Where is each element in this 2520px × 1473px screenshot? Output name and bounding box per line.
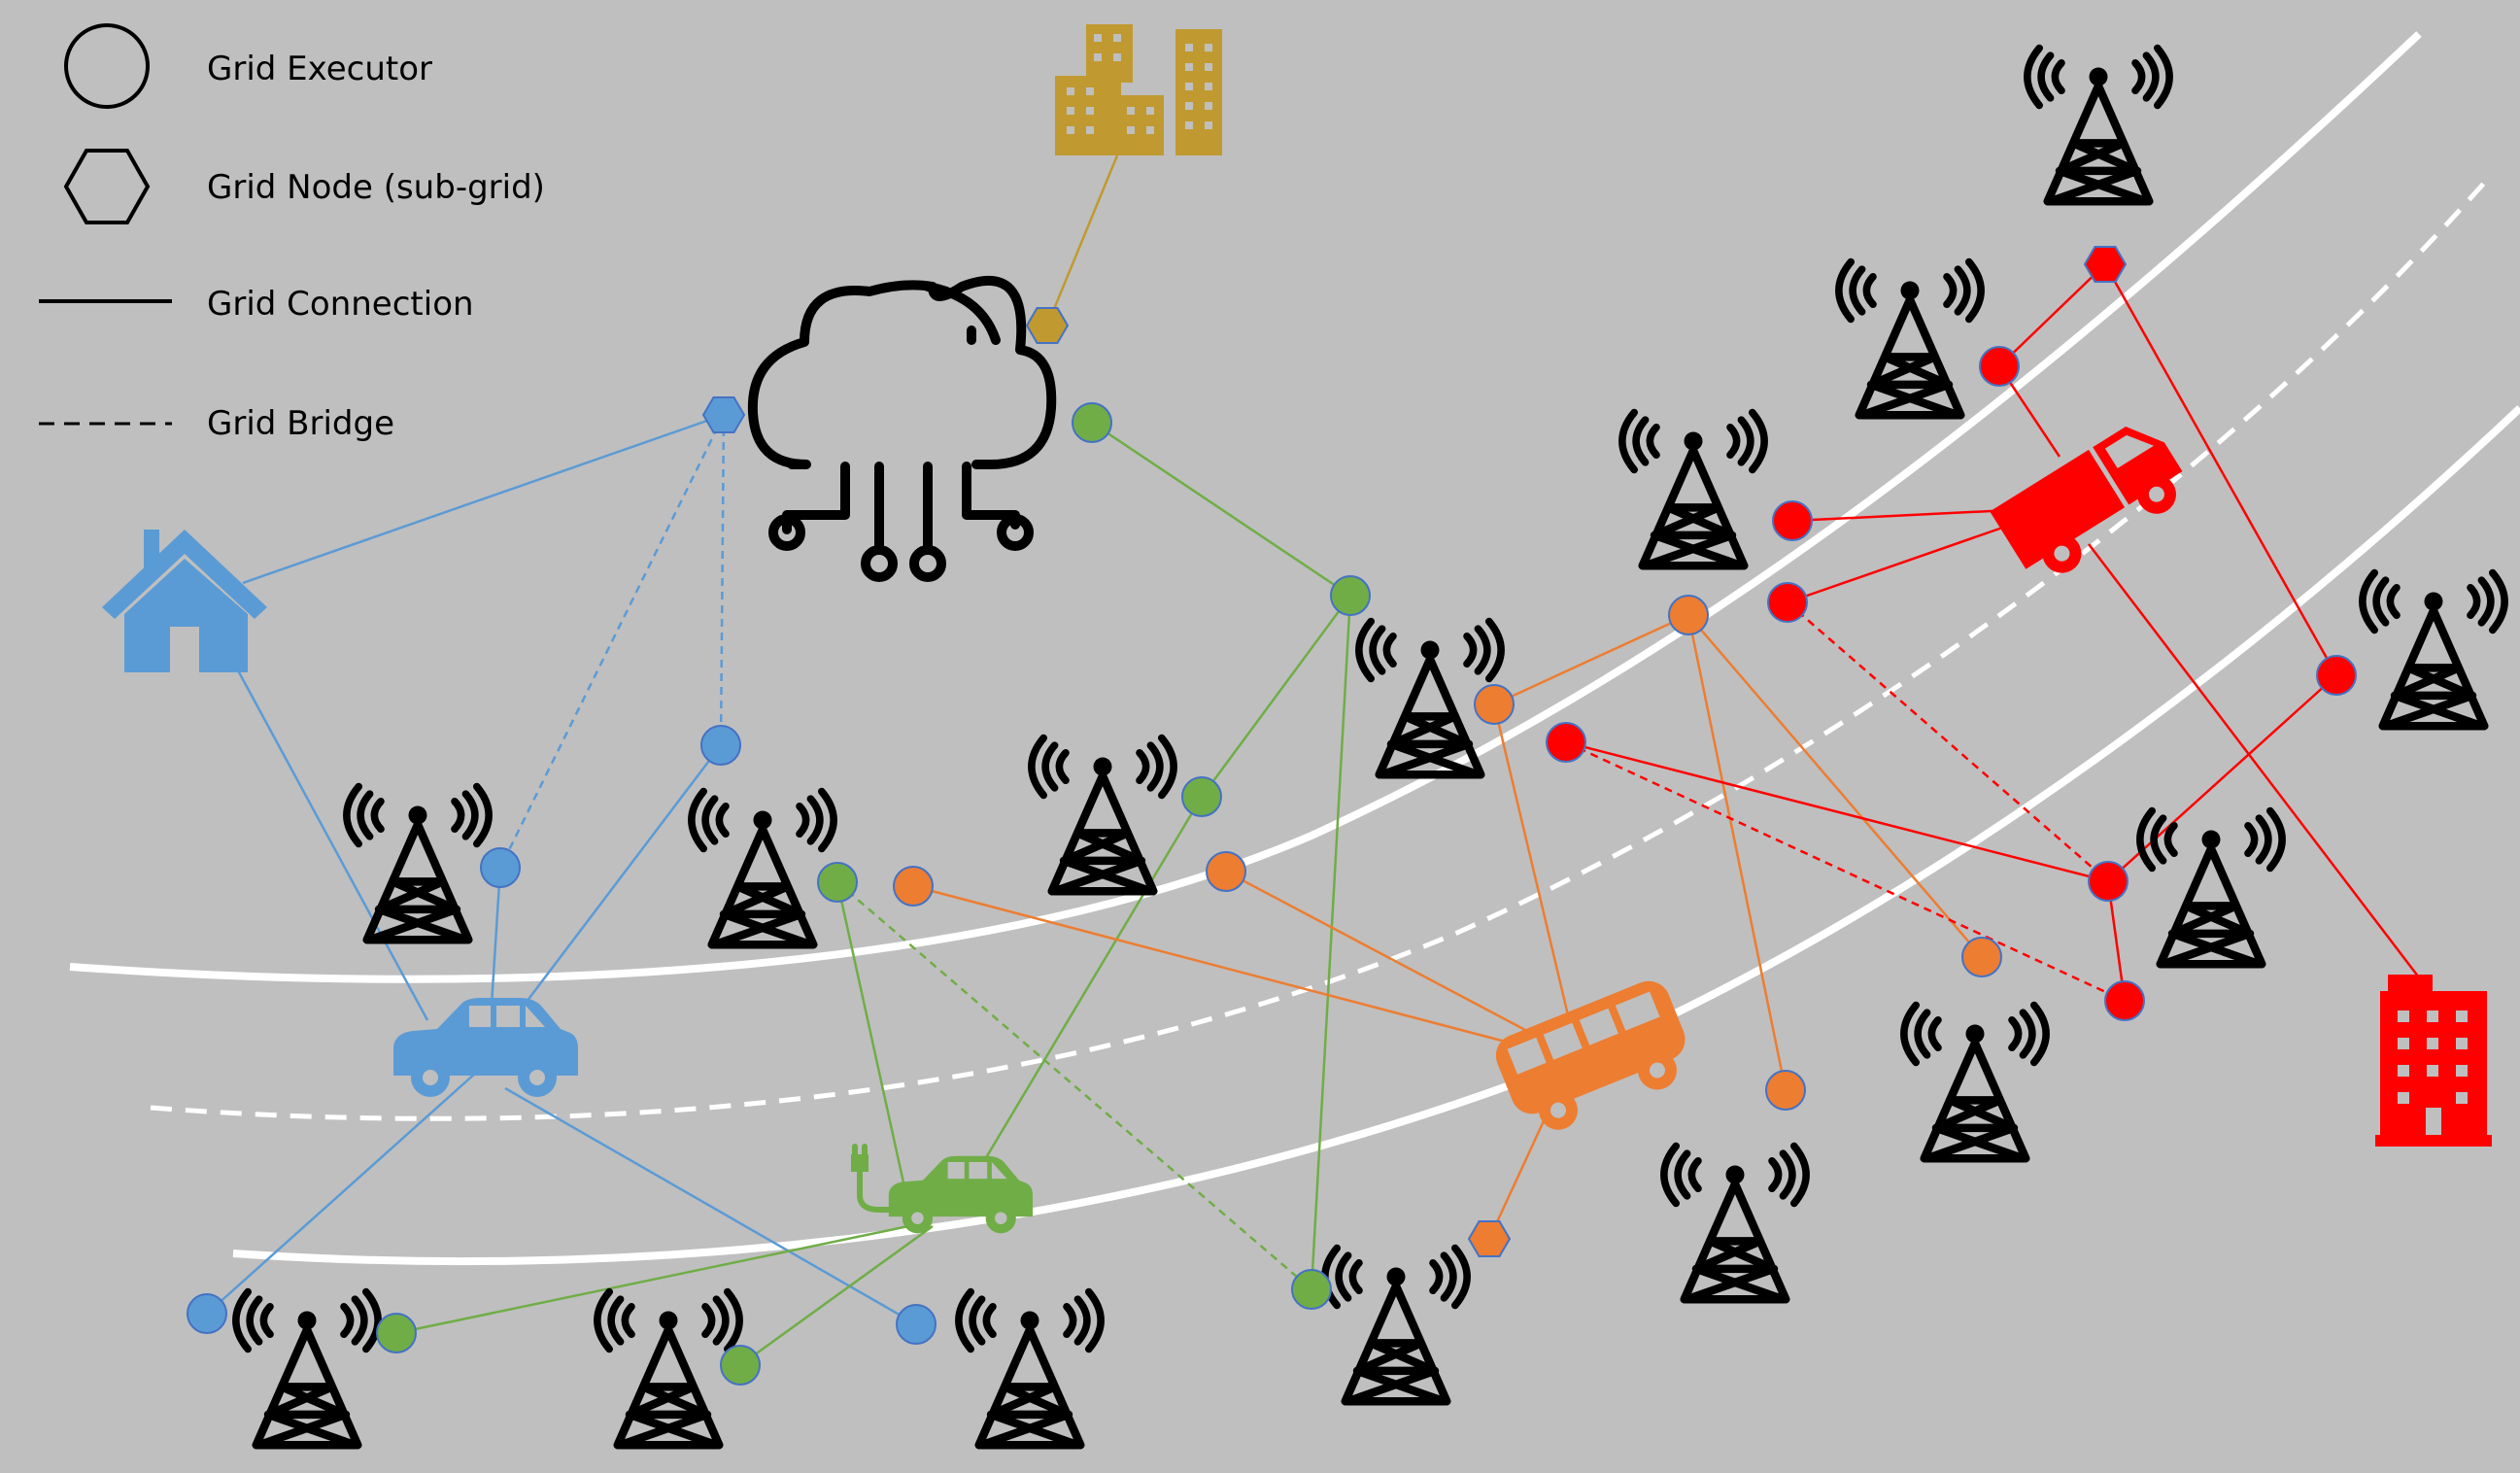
- grid-executor-node: [2316, 655, 2357, 696]
- grid-executor-node: [1668, 595, 1709, 635]
- grid-executor-node: [376, 1313, 417, 1353]
- road-lower-edge: [232, 405, 2520, 1266]
- apartment-building-icon: [2375, 975, 2492, 1147]
- cell-tower-icon: [1325, 1249, 1467, 1402]
- road-center-dashed: [150, 178, 2489, 1121]
- legend-node-label: Grid Node (sub-grid): [207, 168, 545, 207]
- grid-executor-node: [1961, 937, 2002, 977]
- cell-tower-icon: [692, 792, 834, 945]
- orange-grid-nodes: [893, 595, 2002, 1257]
- cell-tower-icon: [1032, 738, 1174, 892]
- grid-executor-node: [817, 862, 858, 903]
- cell-tower-icon: [1622, 413, 1764, 566]
- grid-executor-node: [1206, 851, 1246, 892]
- legend-bridge-label: Grid Bridge: [207, 404, 394, 443]
- cell-tower-icon: [347, 787, 489, 941]
- legend-executor-symbol: [64, 23, 150, 109]
- legend: Grid Executor Grid Node (sub-grid) Grid …: [39, 23, 545, 443]
- grid-executor-node: [700, 725, 741, 766]
- gold-grid-connections: [1045, 154, 1119, 326]
- grid-node-hexagon: [702, 396, 745, 433]
- grid-executor-node: [1072, 402, 1112, 443]
- grid-node-hexagon: [2084, 246, 2127, 283]
- grid-executor-node: [893, 866, 934, 907]
- grid-executor-node: [1765, 1070, 1806, 1111]
- blue-grid-nodes: [187, 396, 936, 1345]
- office-buildings-icon: [1055, 24, 1222, 155]
- bus-icon: [1495, 980, 1686, 1130]
- car-icon: [393, 998, 578, 1097]
- grid-executor-node: [1767, 582, 1808, 623]
- cell-tower-icon: [2363, 573, 2504, 727]
- grid-executor-node: [1474, 684, 1515, 725]
- legend-executor-label: Grid Executor: [207, 50, 432, 88]
- cell-tower-icon: [597, 1292, 739, 1446]
- green-grid-connections: [395, 421, 1352, 1367]
- grid-node-hexagon: [1468, 1220, 1511, 1257]
- grid-executor-node: [480, 847, 521, 888]
- blue-grid-connections: [206, 413, 917, 1326]
- grid-executor-node: [1291, 1269, 1332, 1310]
- grid-executor-node: [2104, 980, 2145, 1021]
- cell-towers: [236, 49, 2504, 1446]
- cell-tower-icon: [2027, 49, 2169, 202]
- grid-executor-node: [1330, 575, 1371, 616]
- grid-executor-node: [896, 1304, 936, 1345]
- grid-executor-node: [2088, 861, 2128, 902]
- green-grid-nodes: [376, 402, 1371, 1386]
- cell-tower-icon: [959, 1292, 1101, 1446]
- cell-tower-icon: [236, 1292, 378, 1446]
- road-upper-edge: [69, 31, 2422, 983]
- truck-icon: [1990, 426, 2183, 573]
- grid-node-hexagon: [1026, 307, 1069, 344]
- grid-executor-node: [1979, 346, 2020, 387]
- house-icon: [102, 530, 267, 672]
- red-grid-nodes: [1546, 246, 2357, 1021]
- cloud-computing-icon: [747, 275, 1057, 582]
- grid-executor-node: [1181, 776, 1222, 817]
- grid-executor-node: [187, 1293, 227, 1334]
- charging-plug-icon: [851, 1144, 892, 1213]
- grid-executor-node: [1772, 500, 1813, 541]
- legend-connection-label: Grid Connection: [207, 285, 474, 324]
- gold-grid-nodes: [1026, 307, 1069, 344]
- grid-executor-node: [1546, 722, 1586, 763]
- red-grid-connections: [1565, 263, 2423, 1003]
- cell-tower-icon: [1904, 1006, 2046, 1159]
- legend-node-symbol: [63, 149, 151, 224]
- grid-executor-node: [720, 1345, 761, 1386]
- cell-tower-icon: [1839, 262, 1981, 416]
- cell-tower-icon: [1664, 1147, 1806, 1300]
